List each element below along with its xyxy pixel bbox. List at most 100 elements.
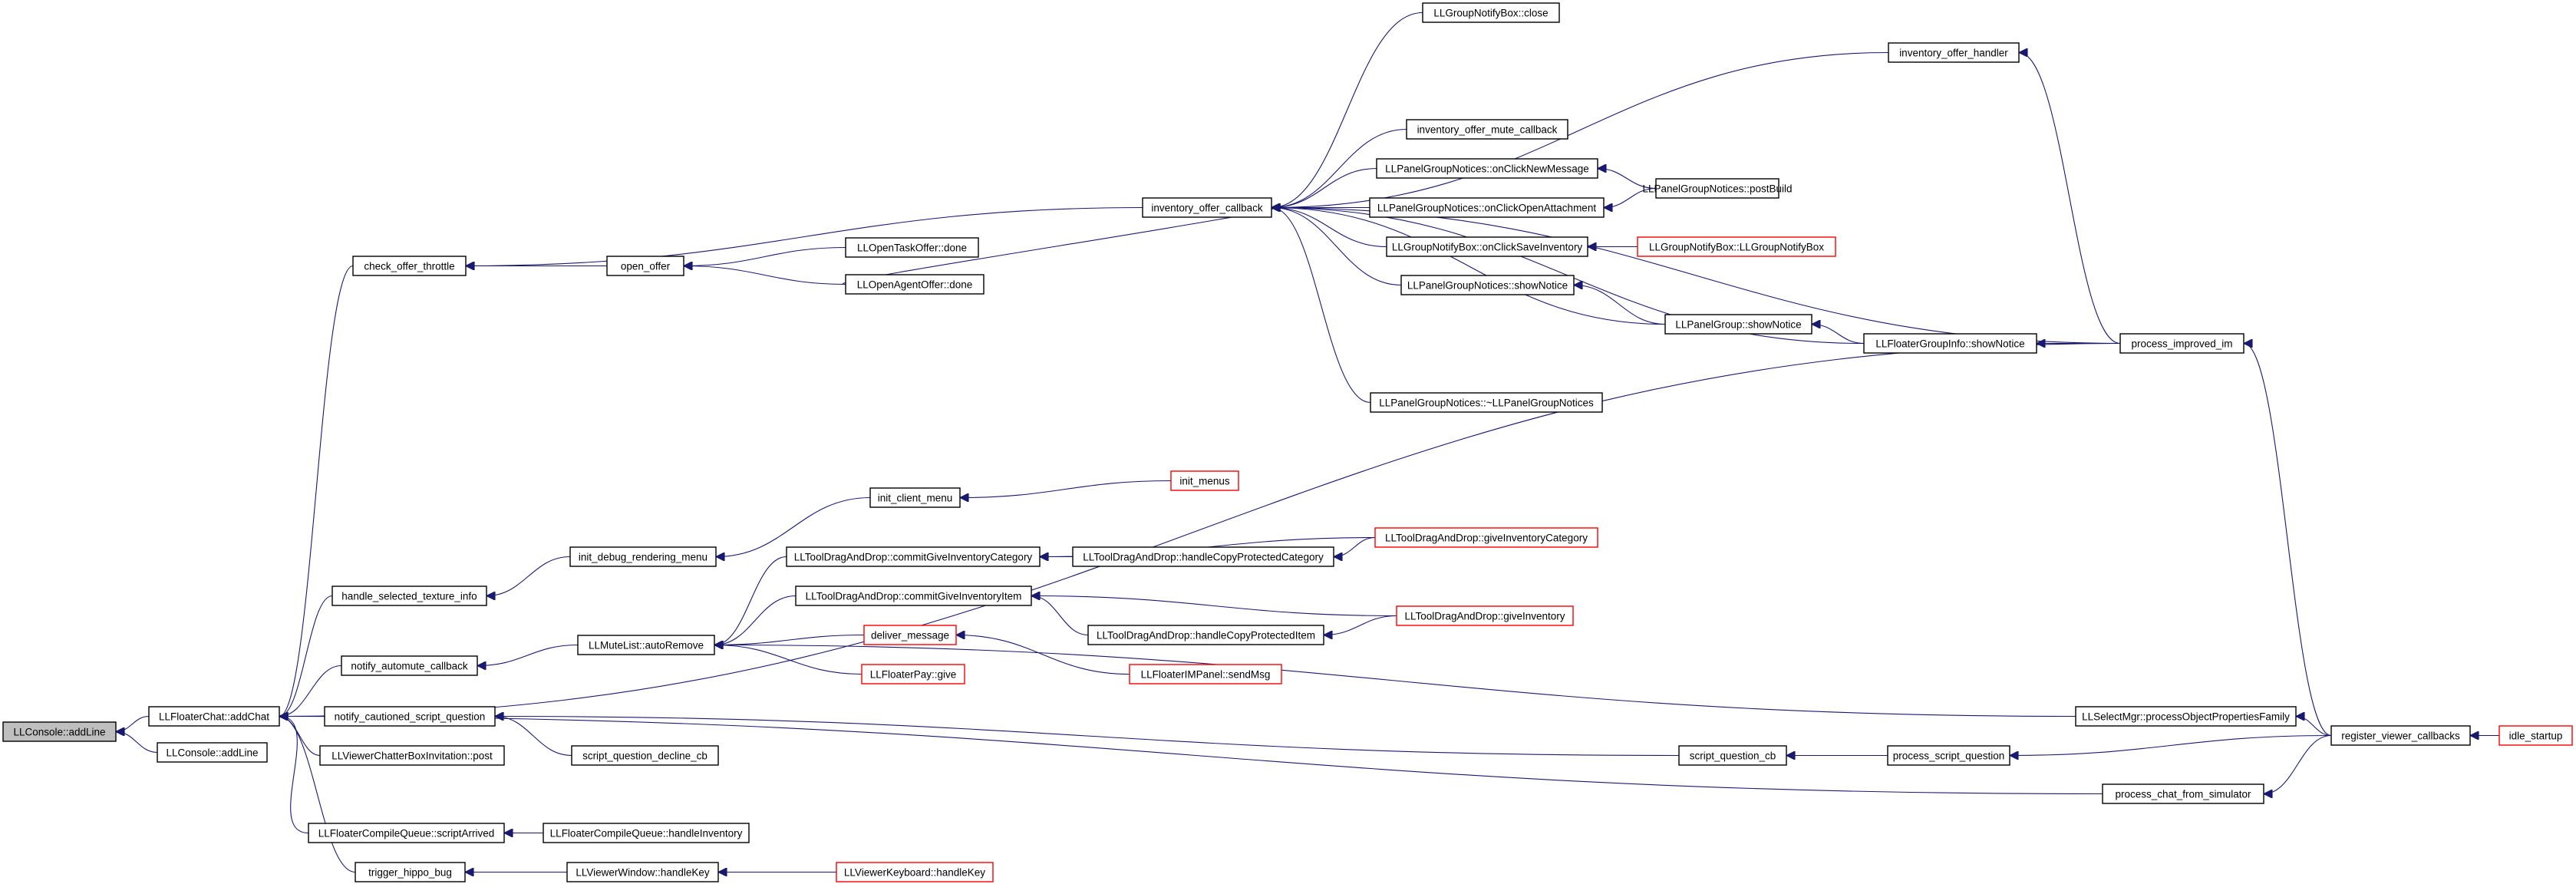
node-llopenagentoffer-done[interactable]: LLOpenAgentOffer::done [845,274,985,295]
node-register-viewer-callbacks[interactable]: register_viewer_callbacks [2330,725,2471,746]
node-inventory-offer-handler[interactable]: inventory_offer_handler [1888,42,2020,63]
node-inventory-offer-callback[interactable]: inventory_offer_callback [1142,197,1272,218]
node-box [157,742,268,763]
node-box [2,721,117,742]
node-box [2075,706,2297,727]
node-label: LLFloaterCompileQueue::handleInventory [550,828,743,839]
node-open-offer[interactable]: open_offer [606,256,684,276]
edge-n43-to-n1 [279,717,321,757]
node-init-debug-rendering-menu[interactable]: init_debug_rendering_menu [569,546,717,567]
node-llfloatercompilequeue-handleinventory[interactable]: LLFloaterCompileQueue::handleInventory [543,823,750,843]
node-box [1406,119,1568,140]
node-script-question-decline-cb[interactable]: script_question_decline_cb [571,745,719,766]
node-box [1400,275,1575,295]
node-llviewerchatterboxinvitation-post[interactable]: LLViewerChatterBoxInvitation::post [319,745,505,766]
edge-n2-to-n0 [116,732,158,754]
node-llpanelgroupnotices-postbuild[interactable]: LLPanelGroupNotices::postBuild [1642,178,1793,199]
node-box [308,823,505,843]
node-label: LLFloaterPay::give [870,669,957,681]
node-label: inventory_offer_handler [1899,48,2008,59]
node-init-client-menu[interactable]: init_client_menu [869,487,961,508]
node-box [1129,664,1282,684]
node-llmutelist-autoremove[interactable]: LLMuteList::autoRemove [577,635,715,655]
node-lltooldraganddrop-handlecopyprotectedcategory[interactable]: LLToolDragAndDrop::handleCopyProtectedCa… [1072,546,1334,567]
node-llfloaterchat-addchat[interactable]: LLFloaterChat::addChat [148,706,280,727]
edge-n35-to-n34 [477,644,579,666]
node-label: LLFloaterIMPanel::sendMsg [1141,669,1271,681]
node-llgroupnotifybox-close[interactable]: LLGroupNotifyBox::close [1422,2,1560,23]
edge-n11-to-n7 [1272,167,1377,208]
node-deliver-message[interactable]: deliver_message [863,625,957,645]
node-llpanelgroupnotices-onclicknewmessage[interactable]: LLPanelGroupNotices::onClickNewMessage [1376,158,1598,179]
node-llpanelgroupnotices-llpanelgroupnotices[interactable]: LLPanelGroupNotices::~LLPanelGroupNotice… [1370,392,1603,413]
node-llopentaskoffer-done[interactable]: LLOpenTaskOffer::done [845,237,979,258]
edge-n6-to-n4 [684,266,846,285]
node-trigger-hippo-bug[interactable]: trigger_hippo_bug [355,862,466,882]
node-llpanelgroupnotices-shownotice[interactable]: LLPanelGroupNotices::showNotice [1400,275,1575,295]
node-box [795,585,1032,606]
edge-n45-to-n1 [279,717,309,834]
edge-n18-to-n17 [1812,325,1865,345]
node-label: LLOpenAgentOffer::done [857,279,973,291]
node-lltooldraganddrop-commitgiveinventoryitem[interactable]: LLToolDragAndDrop::commitGiveInventoryIt… [795,585,1032,606]
node-label: check_offer_throttle [364,261,454,272]
node-box [1087,625,1324,645]
node-lltooldraganddrop-commitgiveinventorycategory[interactable]: LLToolDragAndDrop::commitGiveInventoryCa… [786,546,1041,567]
node-llgroupnotifybox-onclicksaveinventory[interactable]: LLGroupNotifyBox::onClickSaveInventory [1386,236,1588,257]
node-llpanelgroupnotices-onclickopenattachment[interactable]: LLPanelGroupNotices::onClickOpenAttachme… [1369,197,1605,218]
node-llviewerwindow-handlekey[interactable]: LLViewerWindow::handleKey [566,862,719,882]
node-notify-automute-callback[interactable]: notify_automute_callback [341,655,478,676]
edge-n8-to-n7 [1272,12,1423,208]
node-label: LLToolDragAndDrop::handleCopyProtectedIt… [1097,630,1315,642]
node-label: init_debug_rendering_menu [579,552,707,563]
edge-n44-to-n1 [279,717,2103,795]
node-llfloaterpay-give[interactable]: LLFloaterPay::give [861,664,965,684]
node-llgroupnotifybox-llgroupnotifybox[interactable]: LLGroupNotifyBox::LLGroupNotifyBox [1637,236,1836,257]
node-lltooldraganddrop-giveinventory[interactable]: LLToolDragAndDrop::giveInventory [1396,605,1574,626]
node-label: LLFloaterChat::addChat [159,711,269,723]
node-box [1664,314,1812,335]
node-inventory-offer-mute-callback[interactable]: inventory_offer_mute_callback [1406,119,1568,140]
node-llpanelgroup-shownotice[interactable]: LLPanelGroup::showNotice [1664,314,1812,335]
node-llselectmgr-processobjectpropertiesfamily[interactable]: LLSelectMgr::processObjectPropertiesFami… [2075,706,2297,727]
edge-n31-to-n35 [714,634,865,645]
node-process-chat-from-simulator[interactable]: process_chat_from_simulator [2102,783,2264,804]
node-lltooldraganddrop-giveinventorycategory[interactable]: LLToolDragAndDrop::giveInventoryCategory [1374,527,1598,548]
node-box [331,585,487,606]
node-llconsole-addline: LLConsole::addLine [2,721,117,742]
node-label: inventory_offer_mute_callback [1417,124,1558,136]
node-label: LLPanelGroupNotices::postBuild [1642,183,1792,195]
edge-n12-to-n11 [1598,169,1657,190]
node-check-offer-throttle[interactable]: check_offer_throttle [352,256,467,276]
node-process-improved-im[interactable]: process_improved_im [2119,333,2245,354]
node-label: LLToolDragAndDrop::giveInventory [1404,611,1565,622]
node-label: LLPanelGroupNotices::showNotice [1407,280,1568,292]
node-llviewerkeyboard-handlekey[interactable]: LLViewerKeyboard::handleKey [836,862,994,882]
node-llconsole-addline[interactable]: LLConsole::addLine [157,742,268,763]
node-box [1887,745,2010,766]
node-process-script-question[interactable]: process_script_question [1887,745,2010,766]
edge-n27-to-n26 [1334,536,1376,557]
node-notify-cautioned-script-question[interactable]: notify_cautioned_script_question [324,706,496,727]
node-llfloatergroupinfo-shownotice[interactable]: LLFloaterGroupInfo::showNotice [1863,333,2037,354]
node-script-question-cb[interactable]: script_question_cb [1678,745,1787,766]
edge-n47-to-n1 [279,717,356,873]
node-idle-startup[interactable]: idle_startup [2498,725,2573,746]
node-box [606,256,684,276]
edges-layer [116,12,2499,873]
node-box [319,745,505,766]
node-lltooldraganddrop-handlecopyprotecteditem[interactable]: LLToolDragAndDrop::handleCopyProtectedIt… [1087,625,1324,645]
node-label: LLGroupNotifyBox::close [1433,8,1548,19]
edge-n41-to-n40 [2010,734,2332,756]
edge-n29-to-n28 [1031,596,1089,636]
node-label: process_improved_im [2131,338,2232,350]
node-llfloaterimpanel-sendmsg[interactable]: LLFloaterIMPanel::sendMsg [1129,664,1282,684]
node-box [1863,333,2037,354]
node-llfloatercompilequeue-scriptarrived[interactable]: LLFloaterCompileQueue::scriptArrived [308,823,505,843]
node-init-menus[interactable]: init_menus [1170,470,1239,491]
node-box [577,635,715,655]
node-box [1376,158,1598,179]
node-label: LLGroupNotifyBox::onClickSaveInventory [1392,242,1583,253]
node-handle-selected-texture-info[interactable]: handle_selected_texture_info [331,585,487,606]
